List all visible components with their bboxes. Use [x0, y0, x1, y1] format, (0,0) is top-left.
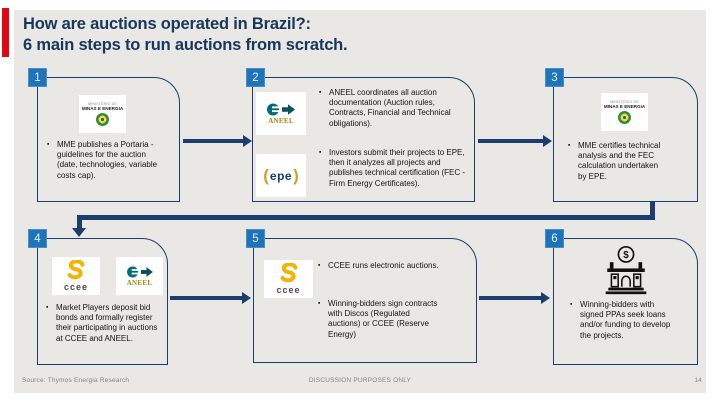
ccee-logo-label: ccee [276, 285, 301, 295]
slide-title: How are auctions operated in Brazil?: 6 … [23, 14, 348, 56]
bullet-marker: ▪ [47, 141, 50, 148]
bullet-text: CCEE runs electronic auctions. [328, 261, 439, 270]
step-badge-2: 2 [246, 68, 265, 87]
bullet-marker: ▪ [46, 304, 49, 311]
mme-logo-line2: MINAS E ENERGIA [603, 104, 646, 109]
step-6-bullet: ▪ Winning-bidders with signed PPAs seek … [570, 300, 674, 341]
bullet-text: Winning-bidders with signed PPAs seek lo… [580, 300, 671, 340]
step-5-bullet-2: ▪ Winning-bidders sign contracts with Di… [318, 299, 442, 340]
arrow-2-3-head-icon [543, 135, 552, 147]
ccee-logo: ccee [52, 257, 100, 295]
step-box-2: ANEEL ( epe ) ▪ ANEEL coordinates all au… [252, 77, 475, 202]
arrow-4-5-line [170, 296, 242, 300]
bullet-text: MME certifies technical analysis and the… [578, 141, 661, 181]
connector-3-4-drop [77, 219, 82, 228]
mme-logo-line1: MINISTÉRIO DE [88, 102, 117, 106]
step-5-bullet-1: ▪ CCEE runs electronic auctions. [318, 261, 442, 271]
ccee-logo: ccee [264, 260, 313, 298]
bullet-marker: ▪ [568, 142, 571, 149]
footer-disclaimer: DISCUSSION PURPOSES ONLY [308, 377, 412, 384]
mme-logo-line2: MINAS E ENERGIA [81, 106, 124, 111]
red-accent-bar [2, 8, 9, 57]
bullet-text: Market Players deposit bid bonds and for… [56, 303, 158, 343]
step-box-6: $ ▪ Winning-bidders with signed PPAs see… [553, 238, 698, 365]
step-box-5: ccee ▪ CCEE runs electronic auctions. ▪ … [253, 238, 477, 363]
bank-icon: $ [605, 245, 647, 295]
aneel-logo: ANEEL [116, 257, 163, 295]
bullet-text: ANEEL coordinates all auction documentat… [329, 88, 451, 128]
title-line-2: 6 main steps to run auctions from scratc… [23, 36, 348, 55]
bullet-marker: ▪ [319, 149, 322, 156]
step-badge-4: 4 [28, 229, 47, 248]
epe-logo-label: epe [269, 168, 293, 183]
arrow-5-6-head-icon [541, 292, 550, 304]
bullet-marker: ▪ [570, 301, 573, 308]
step-badge-3: 3 [545, 68, 564, 87]
arrow-4-5-head-icon [242, 292, 251, 304]
epe-logo: ( epe ) [256, 154, 306, 197]
bullet-text: MME publishes a Portaria - guidelines fo… [57, 140, 158, 180]
step-box-4: ccee ANEEL ▪ Market Players deposit bid … [37, 238, 168, 365]
step-4-bullet: ▪ Market Players deposit bid bonds and f… [46, 303, 164, 344]
step-3-bullet: ▪ MME certifies technical analysis and t… [568, 141, 666, 182]
connector-3-4-horizontal [77, 215, 655, 220]
step-2-bullet-2: ▪ Investors submit their projects to EPE… [319, 148, 473, 189]
step-1-bullet: ▪ MME publishes a Portaria - guidelines … [47, 140, 163, 181]
arrow-3-4-head-icon [72, 228, 86, 237]
aneel-symbol-icon [267, 103, 295, 115]
step-badge-1: 1 [28, 68, 47, 87]
bullet-text: Investors submit their projects to EPE, … [329, 148, 466, 188]
mme-logo: MINISTÉRIO DE MINAS E ENERGIA [601, 93, 648, 131]
step-badge-5: 5 [246, 229, 265, 248]
bullet-marker: ▪ [319, 89, 322, 96]
epe-swirl-right-icon: ) [293, 166, 299, 185]
step-badge-6: 6 [545, 229, 564, 248]
mme-logo-line1: MINISTÉRIO DE [610, 100, 639, 104]
footer-page-number: 14 [694, 377, 702, 384]
arrow-5-6-line [479, 296, 541, 300]
bullet-marker: ▪ [318, 300, 321, 307]
bank-dollar-sign: $ [623, 250, 629, 261]
step-box-1: MINISTÉRIO DE MINAS E ENERGIA ▪ MME publ… [37, 77, 180, 202]
bullet-marker: ▪ [318, 262, 321, 269]
step-2-bullet-1: ▪ ANEEL coordinates all auction document… [319, 88, 471, 129]
aneel-symbol-icon [126, 265, 153, 278]
connector-3-4-vertical [650, 202, 655, 217]
arrow-1-2-line [183, 139, 243, 143]
brazil-coat-of-arms-icon [618, 111, 631, 124]
mme-logo: MINISTÉRIO DE MINAS E ENERGIA [79, 95, 126, 133]
arrow-1-2-head-icon [243, 135, 252, 147]
bullet-text: Winning-bidders sign contracts with Disc… [328, 299, 438, 339]
epe-swirl-left-icon: ( [263, 166, 269, 185]
ccee-swirl-icon [280, 263, 297, 283]
brazil-coat-of-arms-icon [96, 113, 109, 126]
footer-source: Source: Thymos Energia Research [22, 377, 130, 384]
ccee-logo-label: ccee [63, 282, 89, 292]
title-line-1: How are auctions operated in Brazil?: [23, 15, 311, 33]
aneel-logo-label: ANEEL [126, 278, 153, 287]
aneel-logo: ANEEL [256, 92, 306, 135]
ccee-swirl-icon [67, 260, 85, 280]
arrow-2-3-line [478, 139, 543, 143]
aneel-logo-label: ANEEL [268, 116, 294, 125]
step-box-3: MINISTÉRIO DE MINAS E ENERGIA ▪ MME cert… [553, 77, 698, 202]
